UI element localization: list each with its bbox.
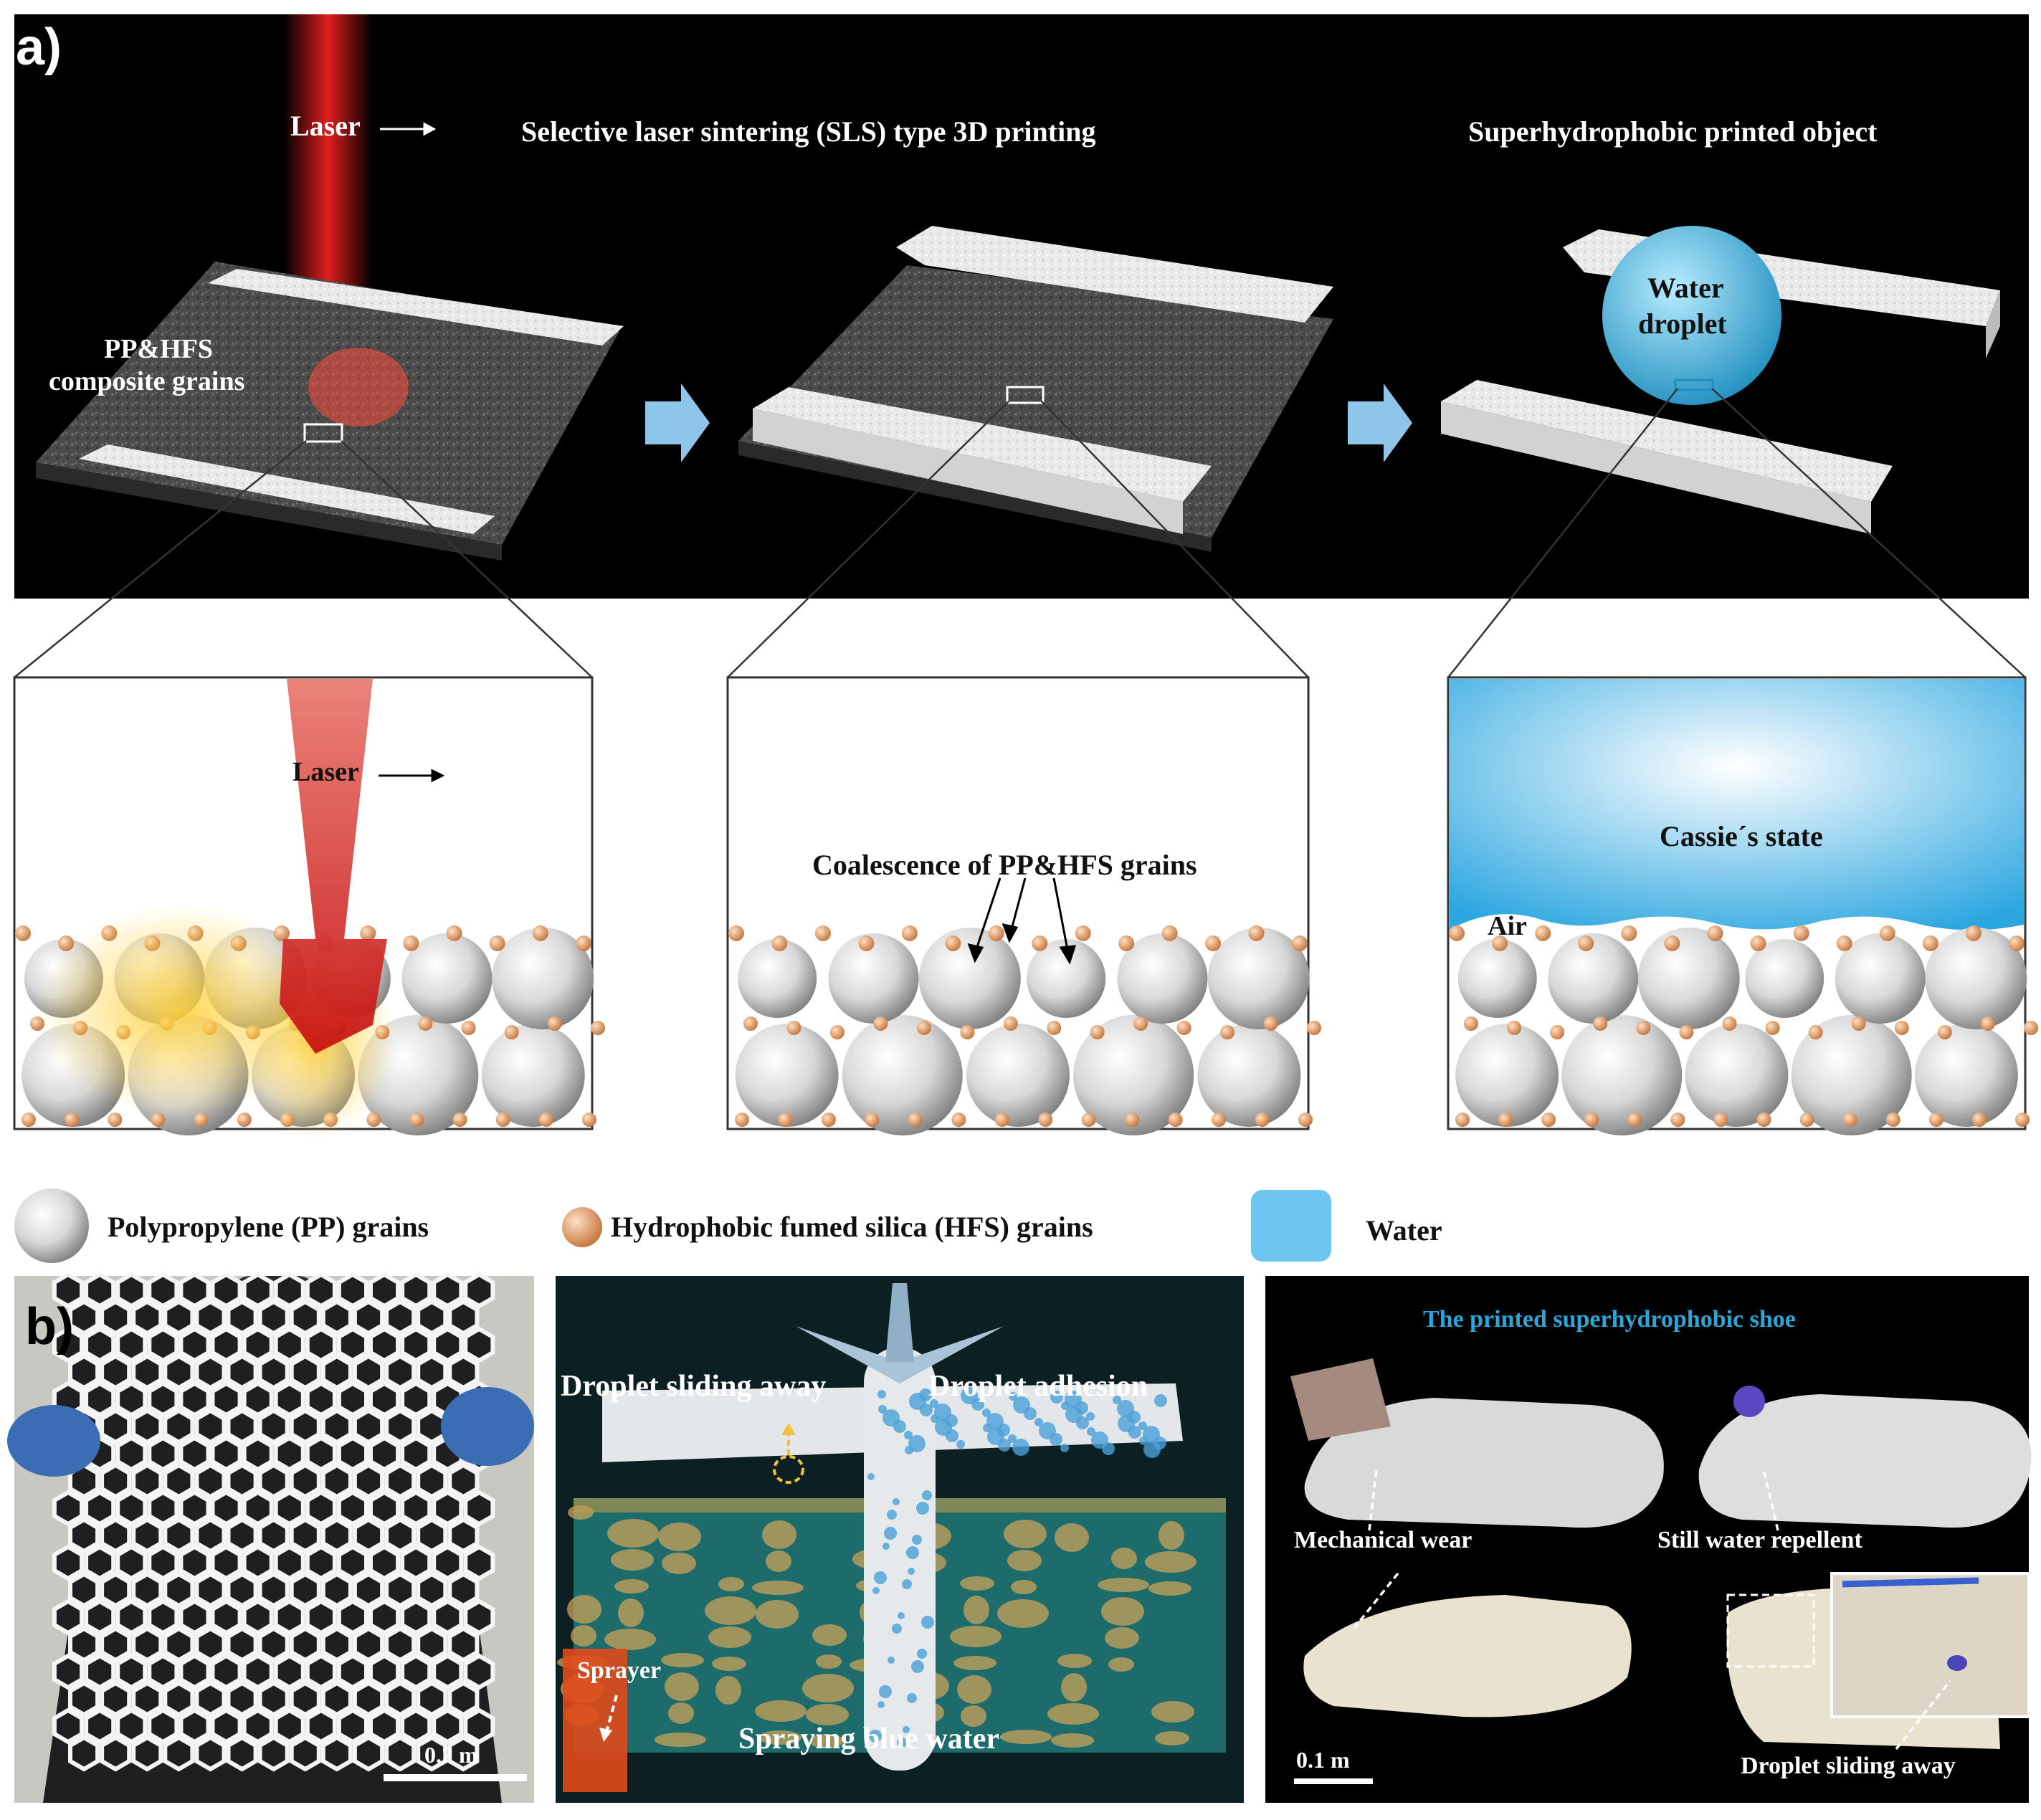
grain-box-3 — [1449, 925, 2038, 1135]
coalescence-label: Coalescence of PP&HFS grains — [812, 849, 1197, 881]
build-plate-1 — [36, 262, 624, 561]
object-title: Superhydrophobic printed object — [1468, 115, 1878, 148]
legend-water-icon — [1251, 1190, 1331, 1262]
droplet-label-1: Water — [1647, 272, 1724, 304]
sliding-label: Droplet sliding away — [561, 1370, 827, 1403]
legend-hfs-icon — [562, 1207, 602, 1247]
laser-cone — [280, 679, 387, 1054]
sprayer-red — [563, 1649, 627, 1792]
process-title: Selective laser sintering (SLS) type 3D … — [521, 115, 1096, 148]
water-droplet — [1602, 226, 1781, 405]
shoe-right — [1698, 1394, 2032, 1528]
shoe-left — [1304, 1398, 1664, 1528]
coalescence-arrows — [967, 877, 1077, 965]
blue-droplet — [1733, 1386, 1765, 1417]
blue-water-spots — [867, 1387, 1167, 1748]
composite-label-2: composite grains — [49, 366, 245, 396]
honeycomb-lattice — [52, 1272, 495, 1772]
cassie-label: Cassie´s state — [1660, 820, 1823, 852]
adhesion-label: Droplet adhesion — [928, 1370, 1148, 1403]
legend-hfs-label: Hydrophobic fumed silica (HFS) grains — [611, 1211, 1093, 1243]
panel-label-a: a) — [16, 19, 62, 76]
legend-pp-icon — [14, 1188, 89, 1263]
composite-label-1: PP&HFS — [104, 334, 213, 364]
air-label: Air — [1488, 911, 1527, 941]
legend-pp-label: Polypropylene (PP) grains — [108, 1211, 429, 1243]
cross-arm-1b — [79, 444, 495, 534]
glove-left — [7, 1405, 100, 1477]
printed-object — [1441, 226, 2000, 534]
step-arrow-1 — [645, 383, 710, 462]
spraying-label: Spraying blue water — [738, 1723, 1000, 1755]
scale-label-3: 0.1 m — [1296, 1747, 1350, 1773]
sprayer-label: Sprayer — [577, 1657, 662, 1684]
photo-shoe — [1265, 1276, 2032, 1803]
laser-label-top: Laser — [290, 110, 361, 142]
build-plate-2 — [738, 226, 1333, 552]
shoe-title: The printed superhydrophobic shoe — [1423, 1306, 1796, 1333]
cross-arm-1a — [208, 269, 624, 346]
repellent-label: Still water repellent — [1657, 1527, 1862, 1553]
shoe-photo-left — [1303, 1595, 1632, 1717]
glove-right — [441, 1387, 534, 1466]
wear-label: Mechanical wear — [1294, 1527, 1473, 1553]
scale-label-1: 0.2 m — [424, 1742, 478, 1768]
grain-box-2 — [728, 925, 1321, 1135]
zoom-lines — [14, 388, 2026, 678]
photo-honeycomb — [7, 1272, 534, 1803]
sliding-label-2: Droplet sliding away — [1741, 1753, 1956, 1779]
legend-water-label: Water — [1366, 1214, 1442, 1247]
sandpaper — [1290, 1358, 1391, 1441]
droplet-label-2: droplet — [1638, 308, 1727, 340]
grain-layers — [15, 925, 2038, 1135]
cassie-water — [1450, 679, 2024, 930]
laser-label-zoom: Laser — [292, 757, 359, 787]
step-arrow-2 — [1348, 383, 1412, 462]
photo-plane — [556, 1276, 1244, 1803]
panel-label-b: b) — [25, 1298, 74, 1356]
